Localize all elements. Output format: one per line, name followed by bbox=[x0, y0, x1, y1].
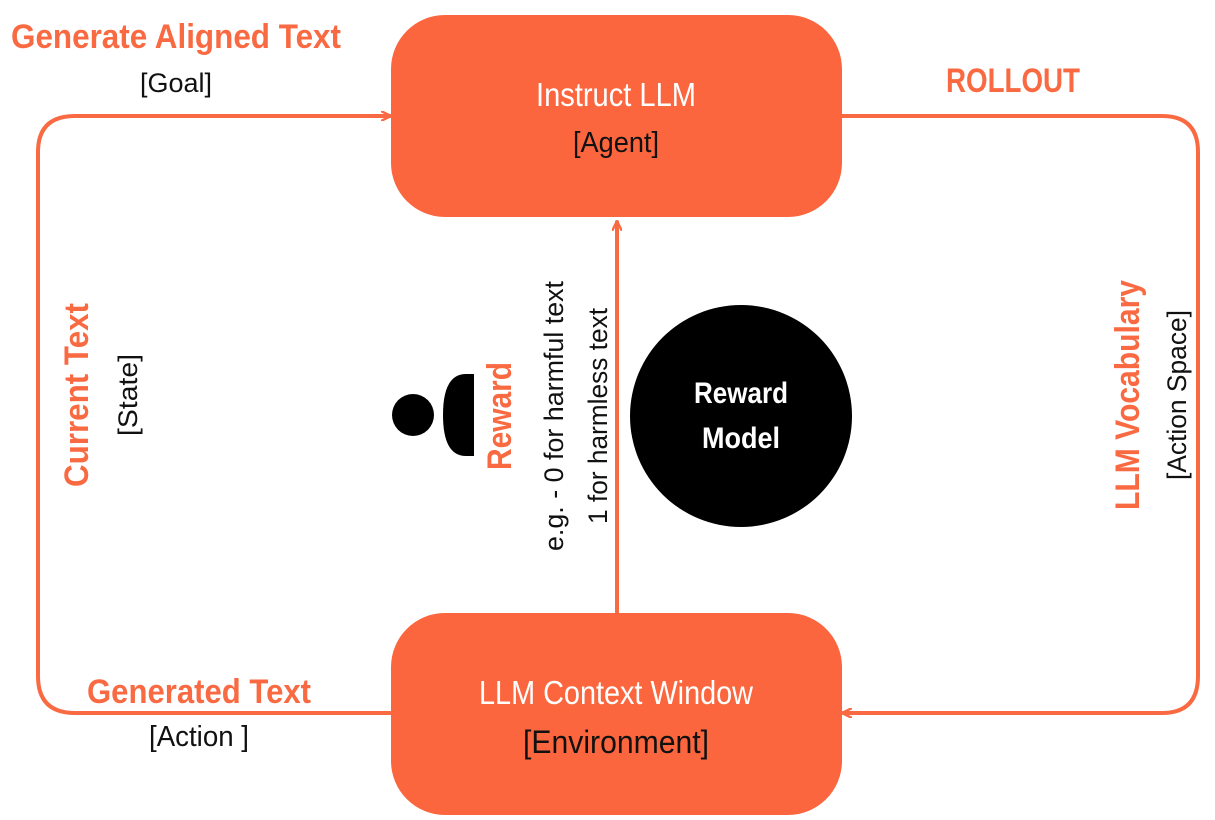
state-loop-connector bbox=[36, 116, 392, 715]
state-title: Current Text bbox=[58, 303, 96, 487]
action-title: Generated Text bbox=[87, 673, 311, 711]
environment-title: LLM Context Window bbox=[479, 674, 753, 711]
agent-box bbox=[391, 15, 842, 217]
person-bust-icon bbox=[392, 374, 474, 456]
state-subtitle: [State] bbox=[113, 354, 143, 436]
agent-node: Instruct LLM [Agent] bbox=[391, 15, 842, 217]
action-space-subtitle: [Action Space] bbox=[1162, 310, 1192, 480]
action-subtitle: [Action ] bbox=[149, 721, 249, 753]
goal-subtitle: [Goal] bbox=[140, 68, 212, 98]
reward-model-node: Reward Model bbox=[630, 305, 852, 527]
agent-title: Instruct LLM bbox=[536, 76, 696, 113]
environment-subtitle: [Environment] bbox=[523, 724, 709, 760]
person-body-icon bbox=[443, 374, 474, 456]
goal-title: Generate Aligned Text bbox=[11, 18, 341, 56]
agent-subtitle: [Agent] bbox=[573, 127, 659, 159]
reward-example-line2: 1 for harmless text bbox=[583, 308, 613, 524]
person-head-icon bbox=[392, 394, 434, 436]
action-space-title: LLM Vocabulary bbox=[1109, 280, 1147, 510]
environment-box bbox=[391, 613, 842, 815]
rollout-loop-connector bbox=[838, 114, 1200, 713]
rollout-title: ROLLOUT bbox=[946, 62, 1080, 100]
environment-node: LLM Context Window [Environment] bbox=[391, 613, 842, 815]
reward-model-circle bbox=[630, 305, 852, 527]
reward-model-line2: Model bbox=[702, 422, 780, 455]
reward-example-line1: e.g. - 0 for harmful text bbox=[539, 281, 569, 551]
reward-model-line1: Reward bbox=[694, 377, 788, 410]
reward-title: Reward bbox=[481, 362, 519, 470]
